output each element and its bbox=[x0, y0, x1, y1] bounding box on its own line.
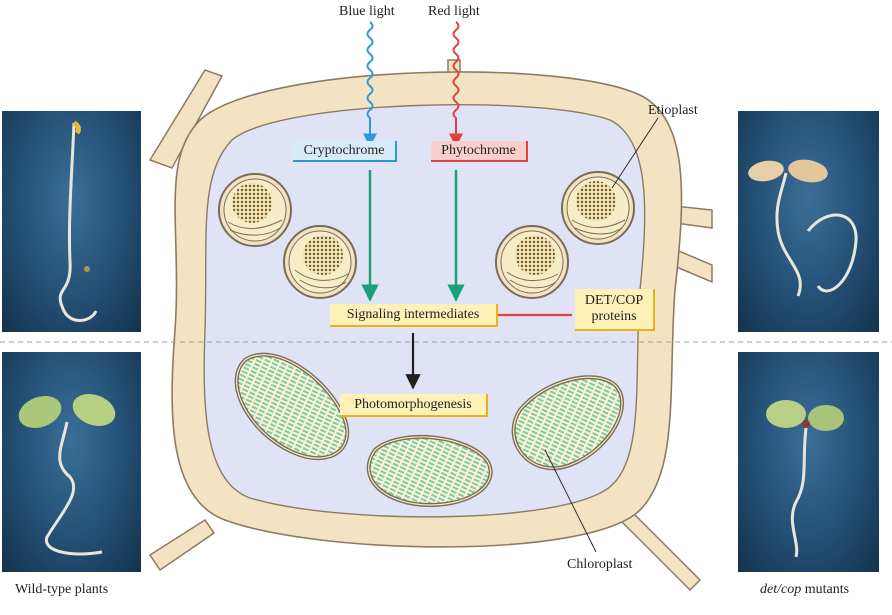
phytochrome-box: Phytochrome bbox=[431, 141, 528, 162]
photo-wild-type-light bbox=[2, 352, 141, 572]
etioplast-leader bbox=[611, 117, 659, 189]
signaling-intermediates-box: Signaling intermediates bbox=[330, 304, 498, 327]
chloroplast-label: Chloroplast bbox=[567, 557, 633, 572]
etioplast-1 bbox=[218, 173, 292, 247]
detcop-line1: DET/COP bbox=[584, 293, 644, 308]
red-light-label: Red light bbox=[428, 4, 480, 19]
chloroplast-leader bbox=[544, 449, 597, 553]
photo-wild-type-dark bbox=[2, 111, 141, 332]
mutant-caption-suffix: mutants bbox=[801, 582, 850, 597]
detcop-line2: proteins bbox=[591, 309, 637, 324]
etioplast-4 bbox=[561, 171, 635, 245]
blue-light-label: Blue light bbox=[339, 4, 395, 19]
photomorphogenesis-box: Photomorphogenesis bbox=[340, 394, 488, 417]
red-light-wave bbox=[449, 21, 463, 148]
chloroplast-1 bbox=[234, 352, 350, 461]
photo-mutant-dark bbox=[738, 111, 879, 332]
cryptochrome-box: Cryptochrome bbox=[293, 141, 397, 162]
mutant-caption: det/cop mutants bbox=[760, 582, 849, 598]
etioplast-3 bbox=[495, 225, 569, 299]
mutant-gene-name: det/cop bbox=[760, 582, 802, 597]
blue-light-wave bbox=[363, 21, 377, 148]
wild-type-caption: Wild-type plants bbox=[15, 582, 109, 597]
etioplast-label: Etioplast bbox=[648, 103, 698, 118]
photo-mutant-light bbox=[738, 352, 879, 572]
detcop-proteins-box: DET/COP proteins bbox=[575, 289, 655, 331]
chloroplast-3 bbox=[511, 375, 625, 471]
etioplast-2 bbox=[283, 225, 357, 299]
chloroplast-2 bbox=[366, 434, 493, 508]
